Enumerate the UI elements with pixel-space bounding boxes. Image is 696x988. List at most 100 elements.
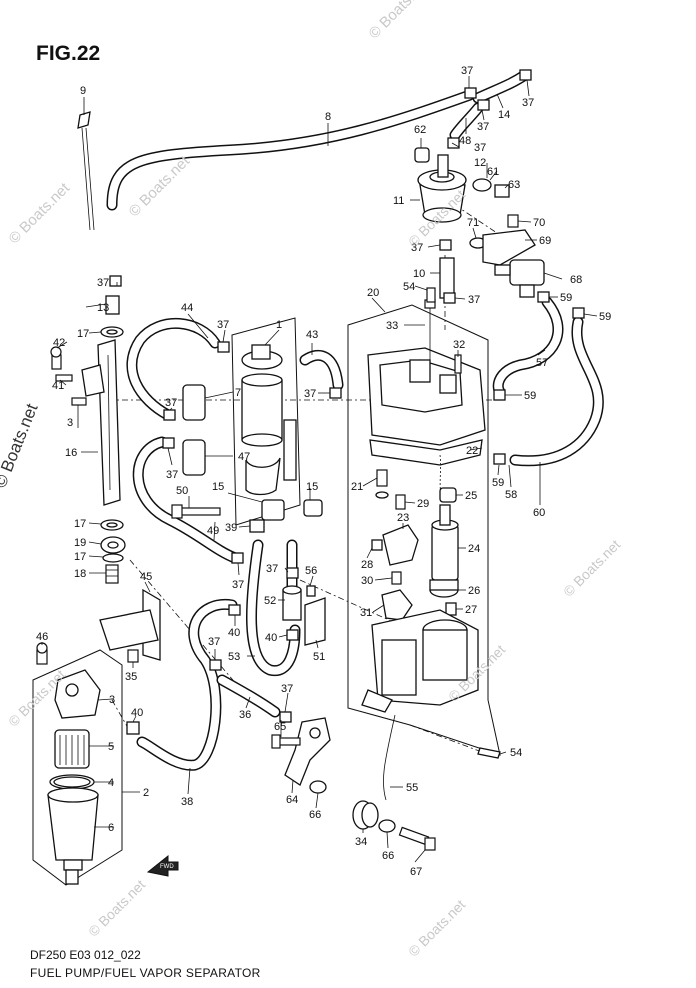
dash-line (409, 724, 491, 756)
separator-group-outline (347, 304, 501, 756)
callout-16: 16 (65, 447, 77, 459)
clamp-37 (163, 409, 176, 421)
callout-37: 37 (266, 563, 278, 575)
hose-57 (492, 296, 564, 398)
callout-39: 39 (225, 522, 237, 534)
callout-24: 24 (468, 543, 480, 555)
callout-42: 42 (53, 337, 65, 349)
callout-30: 30 (361, 575, 373, 587)
clip-40-left (126, 721, 140, 735)
clamp-40 (286, 629, 299, 641)
callout-17: 17 (74, 518, 86, 530)
callout-46: 46 (36, 631, 48, 643)
collar-66b (378, 819, 396, 833)
pump-group-outline (231, 317, 301, 526)
callout-37: 37 (522, 97, 534, 109)
mount-34 (352, 800, 379, 830)
clamp-59-right (572, 307, 585, 319)
clamp-47 (182, 439, 206, 476)
fuel-pump-1 (241, 344, 297, 496)
clamp-59-top (537, 291, 550, 303)
callout-56: 56 (305, 565, 317, 577)
callout-1: 1 (276, 319, 282, 331)
callout-37: 37 (468, 294, 480, 306)
cushion-15b (303, 499, 323, 517)
hose-53 (246, 539, 301, 677)
drain-hose-55 (383, 714, 396, 801)
washer-17c (102, 553, 124, 563)
hose-14 (472, 69, 531, 104)
bolt-67 (398, 826, 436, 851)
cushion-25 (439, 487, 457, 503)
callout-70: 70 (533, 217, 545, 229)
pipe-10 (439, 257, 455, 299)
figure-caption: FUEL PUMP/FUEL VAPOR SEPARATOR (30, 966, 261, 980)
callout-3: 3 (67, 417, 73, 429)
separator-cover (367, 347, 486, 446)
screw-30 (391, 571, 402, 585)
callout-37: 37 (411, 242, 423, 254)
callout-40: 40 (265, 632, 277, 644)
callout-64: 64 (286, 794, 298, 806)
clamp-37 (519, 69, 532, 81)
grommet-13 (105, 295, 120, 315)
callout-37: 37 (281, 683, 293, 695)
callout-12: 12 (474, 157, 486, 169)
callout-37-left: 37 (97, 277, 109, 289)
clamp-37 (447, 137, 460, 149)
callout-48: 48 (459, 135, 471, 147)
callout-40: 40 (228, 627, 240, 639)
callout-71: 71 (467, 217, 479, 229)
callout-37: 37 (217, 319, 229, 331)
bracket-45 (99, 588, 161, 661)
callout-10: 10 (413, 268, 425, 280)
bolt-42 (50, 346, 62, 370)
hose-8 (106, 89, 476, 211)
o-ring-4 (49, 774, 95, 790)
callout-22: 22 (466, 445, 478, 457)
grommet-23 (382, 524, 419, 566)
callout-17: 17 (77, 328, 89, 340)
fwd-arrow-icon: FWD (146, 854, 179, 877)
clip-56 (306, 585, 316, 597)
separator-case (361, 609, 479, 713)
clip-27 (445, 602, 457, 616)
screw-32 (454, 354, 462, 374)
callout-19: 19 (74, 537, 86, 549)
callout-45: 45 (140, 571, 152, 583)
callout-2: 2 (143, 787, 149, 799)
callout-34: 34 (355, 836, 367, 848)
grommet-19 (100, 536, 126, 554)
callout-37: 37 (232, 579, 244, 591)
bolt-3 (71, 397, 87, 406)
bracket-51 (304, 597, 326, 646)
callout-8: 8 (325, 111, 331, 123)
callout-5: 5 (108, 741, 114, 753)
gasket-22 (369, 439, 483, 466)
callout-59: 59 (524, 390, 536, 402)
callout-54: 54 (510, 747, 522, 759)
callout-68: 68 (570, 274, 582, 286)
bracket-16 (81, 339, 121, 506)
cushion-15a (261, 499, 285, 521)
callout-50: 50 (176, 485, 188, 497)
hose-48 (449, 102, 484, 141)
bracket-64 (284, 717, 331, 786)
callout-27: 27 (465, 604, 477, 616)
callout-31: 31 (360, 607, 372, 619)
callout-26: 26 (468, 585, 480, 597)
callout-60: 60 (533, 507, 545, 519)
bolt-65 (271, 734, 301, 749)
callout-44: 44 (181, 302, 193, 314)
callout-15: 15 (306, 481, 318, 493)
callout-17: 17 (74, 551, 86, 563)
callout-labels: 9 8 37 37 14 37 48 37 62 12 61 63 11 70 … (36, 65, 611, 878)
callout-13: 13 (97, 302, 109, 314)
leader-lines (41, 76, 598, 863)
dash-line (299, 579, 401, 626)
hose-44 (126, 318, 221, 421)
callout-52: 52 (264, 595, 276, 607)
cable-tie-9 (77, 111, 95, 231)
clamp-37 (231, 552, 244, 564)
filter-element-5 (54, 729, 90, 769)
